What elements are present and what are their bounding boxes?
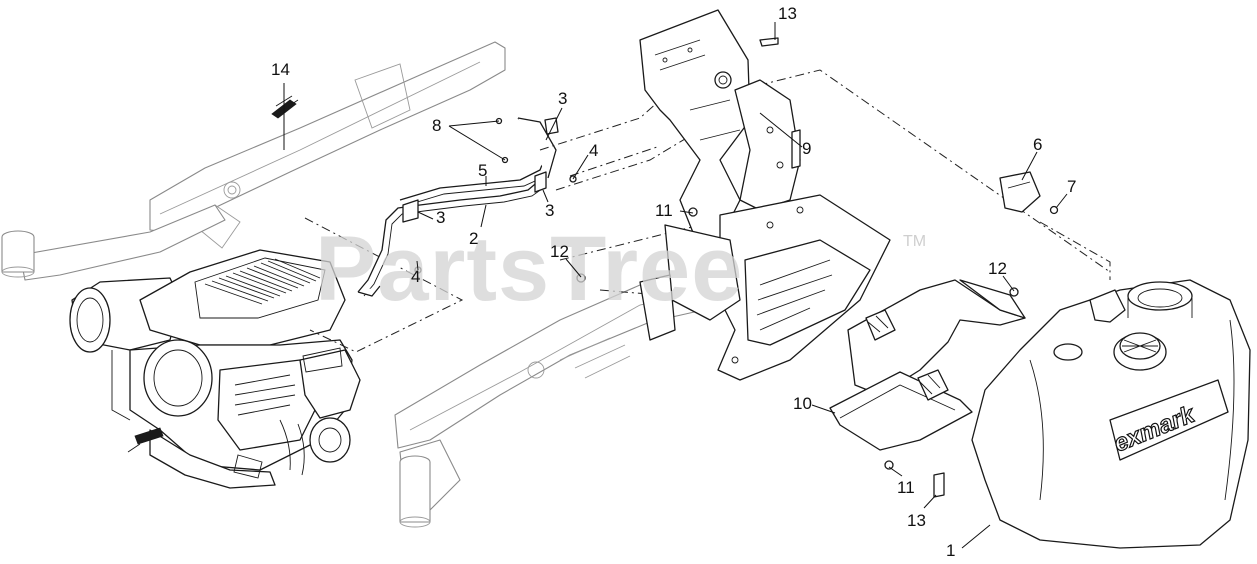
nut-part-11-lower [884, 460, 894, 470]
clip-part-6 [999, 171, 1041, 213]
callout-12-left: 12 [550, 242, 569, 261]
fuel-lines [357, 117, 559, 297]
rear-bracket-plate [639, 9, 801, 251]
callout-14: 14 [271, 60, 290, 79]
callout-2: 2 [469, 229, 478, 248]
callout-6: 6 [1033, 135, 1042, 154]
watermark-trademark: TM [903, 233, 926, 250]
callout-5: 5 [478, 161, 487, 180]
callout-11-lower: 11 [897, 478, 915, 497]
callout-3-middle: 3 [545, 201, 554, 220]
callout-3-upper: 3 [558, 89, 567, 108]
nut-part-11-upper [688, 207, 698, 217]
nut-part-12-left [576, 273, 586, 283]
bolt-part-13-upper [759, 37, 779, 47]
callout-7: 7 [1067, 177, 1076, 196]
fuel-tank: exmark [971, 279, 1251, 549]
engine-mount-outline [304, 217, 464, 353]
engine [69, 249, 361, 489]
callout-13-lower: 13 [907, 511, 926, 530]
heat-shield [829, 279, 1026, 451]
callout-4-lower: 4 [411, 267, 420, 286]
bolt-part-13-lower [933, 472, 945, 498]
callouts: 14 13 3 8 4 9 5 3 6 7 11 3 2 12 4 12 10 … [271, 4, 1076, 560]
callout-12-right: 12 [988, 259, 1007, 278]
nut-part-12-right [1009, 287, 1019, 297]
callout-1: 1 [946, 541, 955, 560]
bolt-part-9 [791, 129, 801, 169]
callout-8: 8 [432, 116, 441, 135]
screw-part-7 [1049, 205, 1059, 215]
callout-11-upper: 11 [655, 201, 673, 220]
mounting-plate [639, 194, 891, 381]
left-caster-arm [1, 204, 226, 281]
watermark-text: PartsTree [315, 218, 743, 320]
callout-9: 9 [802, 139, 811, 158]
callout-13-upper: 13 [778, 4, 797, 23]
callout-3-lower: 3 [436, 208, 445, 227]
callout-10: 10 [793, 394, 812, 413]
leader-lines [283, 22, 1068, 549]
hardware [271, 37, 1059, 498]
callout-4-upper: 4 [589, 141, 598, 160]
